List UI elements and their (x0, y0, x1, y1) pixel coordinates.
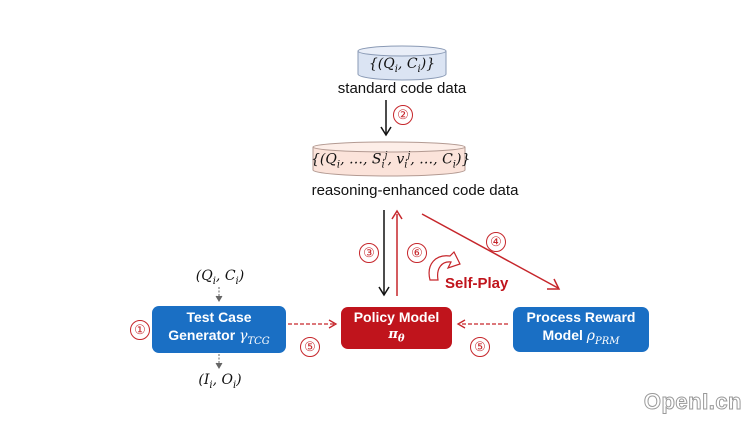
arrows-data-policy (378, 209, 403, 297)
tcg-line1: Test Case (186, 309, 252, 326)
policy-model-box: Policy Model πθ (341, 307, 452, 349)
arrow-prm-to-policy (456, 319, 510, 329)
step-2-badge: ② (393, 105, 413, 125)
reasoning-data-formula: {(Qi, …, Sij, vij, …, Ci)} (311, 151, 471, 171)
tcg-output-formula: (Ii, Oi) (198, 372, 242, 391)
arrow-tcg-to-policy (288, 319, 338, 329)
step-5-badge-left: ⑤ (300, 337, 320, 357)
tcg-input-formula: (Qi, Ci) (195, 268, 245, 287)
self-play-label: Self-Play (445, 275, 509, 292)
step-5-badge-right: ⑤ (470, 337, 490, 357)
arrow-standard-to-reasoning (380, 100, 392, 137)
step-1-badge: ① (130, 320, 150, 340)
tcg-line2: Generator γTCG (168, 327, 270, 347)
arrow-data-to-prm (421, 213, 561, 290)
process-reward-model-box: Process Reward Model ρPRM (513, 307, 649, 352)
step-4-badge: ④ (486, 232, 506, 252)
reasoning-data-cylinder-icon (312, 141, 466, 177)
standard-data-formula: {(Qi, Ci)} (368, 56, 436, 75)
self-play-curved-arrow-icon (428, 250, 461, 281)
reasoning-data-label: reasoning-enhanced code data (311, 182, 519, 199)
arrow-input-to-tcg (215, 287, 223, 302)
arrow-tcg-to-output (215, 354, 223, 369)
step-3-badge: ③ (359, 243, 379, 263)
test-case-generator-box: Test Case Generator γTCG (152, 306, 286, 353)
standard-data-label: standard code data (337, 80, 467, 97)
standard-data-cylinder-icon (357, 45, 447, 81)
prm-line1: Process Reward (526, 309, 636, 326)
step-6-badge: ⑥ (407, 243, 427, 263)
policy-line1: Policy Model (353, 308, 440, 325)
policy-symbol: πθ (388, 326, 405, 345)
prm-line2: Model ρPRM (542, 327, 620, 347)
watermark: OpenI.cn (643, 389, 742, 415)
